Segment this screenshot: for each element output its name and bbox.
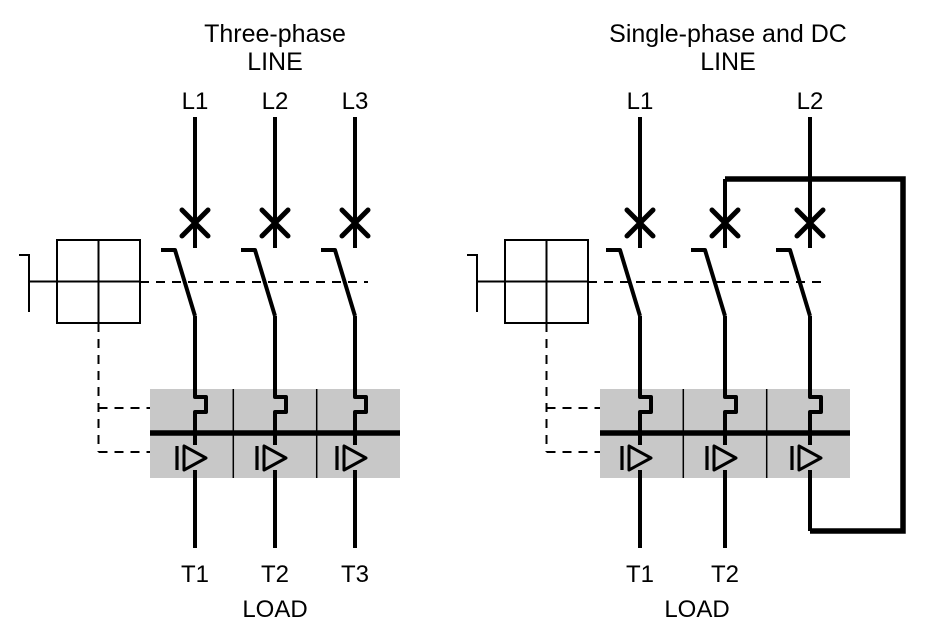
- switch-blade: [776, 248, 812, 317]
- diagram-subtitle: LINE: [247, 48, 303, 76]
- pole: [321, 117, 371, 548]
- terminal-label-t1: T1: [181, 561, 209, 588]
- breaker-contact-x-icon: [709, 207, 741, 239]
- breaker-contact-x-icon: [259, 207, 291, 239]
- pole: [161, 117, 211, 548]
- trip-link-dashed: [545, 323, 600, 453]
- pole: [691, 179, 741, 548]
- trip-indicator-arrow-icon: [797, 444, 823, 472]
- trip-indicator-arrow-icon: [262, 444, 288, 472]
- operating-mechanism: [19, 239, 368, 453]
- breaker-contact-x-icon: [794, 207, 826, 239]
- pole: [776, 117, 826, 531]
- switch-blade: [321, 248, 357, 317]
- thermal-element-wire: [353, 316, 368, 445]
- mechanism-box-cross: [505, 240, 588, 323]
- breaker-contact-x-icon: [179, 207, 211, 239]
- pole: [606, 117, 656, 548]
- line-label-l2: L2: [262, 88, 289, 115]
- trip-indicator-arrow-icon: [182, 444, 208, 472]
- line-label-l2: L2: [797, 88, 824, 115]
- terminal-label-t3: T3: [341, 561, 369, 588]
- operating-mechanism: [467, 239, 822, 453]
- load-caption: LOAD: [664, 596, 729, 623]
- terminal-label-t2: T2: [261, 561, 289, 588]
- thermal-element-wire: [808, 316, 823, 445]
- diagram-subtitle: LINE: [700, 48, 756, 76]
- switch-blade: [691, 248, 727, 317]
- trip-link-dashed: [97, 323, 150, 453]
- manual-actuator-icon: [19, 254, 57, 312]
- thermal-element-wire: [273, 316, 288, 445]
- mechanism-box-cross: [57, 240, 140, 323]
- three-phase-diagram: Three-phase LINE L1 L2 L3: [19, 20, 400, 623]
- trip-indicator-arrow-icon: [627, 444, 653, 472]
- diagram-title: Three-phase: [204, 20, 346, 48]
- manual-actuator-icon: [467, 254, 505, 312]
- thermal-element-wire: [638, 316, 653, 445]
- trip-indicator-arrow-icon: [342, 444, 368, 472]
- terminal-label-t2: T2: [711, 561, 739, 588]
- breaker-contact-x-icon: [339, 207, 371, 239]
- series-jumper-wire: [725, 176, 906, 534]
- switch-blade: [606, 248, 642, 317]
- load-caption: LOAD: [242, 596, 307, 623]
- thermal-element-wire: [193, 316, 208, 445]
- pole: [241, 117, 291, 548]
- thermal-element-wire: [723, 316, 738, 445]
- single-phase-dc-diagram: Single-phase and DC LINE L1 L2: [467, 20, 906, 623]
- line-label-l3: L3: [342, 88, 369, 115]
- diagram-title: Single-phase and DC: [609, 20, 847, 48]
- trip-indicator-arrow-icon: [712, 444, 738, 472]
- breaker-contact-x-icon: [624, 207, 656, 239]
- line-label-l1: L1: [627, 88, 654, 115]
- switch-blade: [241, 248, 277, 317]
- switch-blade: [161, 248, 197, 317]
- line-label-l1: L1: [182, 88, 209, 115]
- terminal-label-t1: T1: [626, 561, 654, 588]
